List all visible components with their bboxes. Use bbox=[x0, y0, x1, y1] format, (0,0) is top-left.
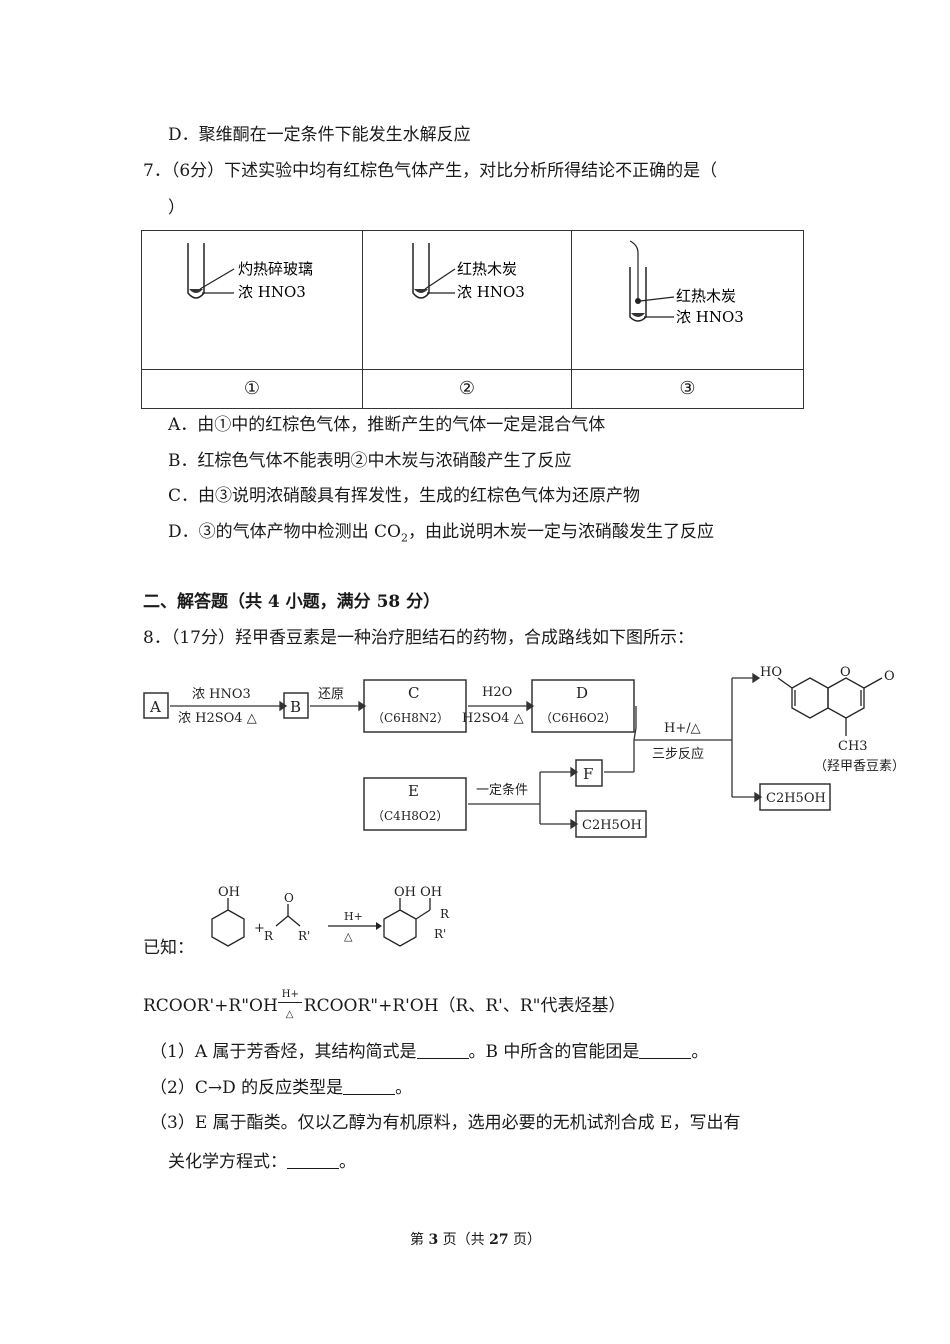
scheme-formula-c: （C6H8N2） bbox=[372, 711, 449, 725]
carbonyl-r: R bbox=[264, 929, 274, 943]
experiment-number-3: ③ bbox=[571, 369, 804, 409]
scheme-formula-d: （C6H6O2） bbox=[540, 711, 616, 725]
experiment-cell-2: 红热木炭 浓 HNO3 bbox=[362, 230, 572, 370]
q7-option-d: D．③的气体产物中检测出 CO2，由此说明木炭一定与浓硝酸发生了反应 bbox=[168, 522, 714, 545]
q7-stem: 7．（6分）下述实验中均有红棕色气体产生，对比分析所得结论不正确的是（ bbox=[143, 161, 718, 181]
cell3-label-bottom: 浓 HNO3 bbox=[676, 308, 744, 326]
product-r-prime: R' bbox=[434, 927, 446, 941]
q8-sub1: （1）A 属于芳香烃，其结构简式是。B 中所含的官能团是。 bbox=[150, 1042, 709, 1062]
known-reaction-scheme: OH + O R R' H+ △ OH OH R R' bbox=[211, 885, 450, 947]
phenol-oh: OH bbox=[218, 885, 240, 900]
scheme-formula-e: （C4H8O2） bbox=[372, 809, 448, 823]
reagent-h2o: H2O bbox=[482, 685, 512, 700]
q7-option-a: A．由①中的红棕色气体，推断产生的气体一定是混合气体 bbox=[168, 415, 606, 435]
cell1-label-top: 灼热碎玻璃 bbox=[238, 260, 313, 278]
reagent-conc-hno3: 浓 HNO3 bbox=[192, 687, 251, 702]
q7-stem-end: ） bbox=[168, 198, 185, 218]
coumarin-structure bbox=[777, 677, 883, 736]
known-cat: H+ bbox=[344, 910, 363, 923]
carbonyl-o: O bbox=[284, 891, 294, 905]
scheme-label-a: A bbox=[149, 698, 161, 716]
q8-sub3: （3）E 属于酯类。仅以乙醇为有机原料，选用必要的无机试剂合成 E，写出有 bbox=[150, 1113, 741, 1133]
cell3-label-top: 红热木炭 bbox=[676, 287, 736, 305]
product-ch3: CH3 bbox=[838, 739, 868, 754]
experiment-cell-3: 红热木炭 浓 HNO3 bbox=[571, 230, 804, 370]
phenol-ring bbox=[211, 909, 245, 947]
known-heat: △ bbox=[344, 930, 353, 943]
reagent-acid-heat: H+/△ bbox=[664, 721, 701, 736]
page-footer: 第 3 页（共 27 页） bbox=[410, 1232, 542, 1248]
cell2-label-bottom: 浓 HNO3 bbox=[457, 283, 525, 301]
box-a bbox=[143, 692, 169, 719]
experiment-number-2: ② bbox=[362, 369, 572, 409]
q7-option-b: B．红棕色气体不能表明②中木炭与浓硝酸产生了反应 bbox=[168, 451, 572, 471]
reagent-h2so4: H2SO4 △ bbox=[462, 711, 524, 726]
scheme-ethanol-1: C2H5OH bbox=[582, 818, 642, 833]
cell1-label-bottom: 浓 HNO3 bbox=[238, 283, 306, 301]
reagent-reduction: 还原 bbox=[318, 687, 344, 702]
known-label: 已知： bbox=[143, 938, 194, 958]
product-ring-o: O bbox=[840, 665, 851, 680]
q8-sub2: （2）C→D 的反应类型是。 bbox=[150, 1078, 413, 1098]
carbonyl-r-prime: R' bbox=[298, 929, 310, 943]
q8-sub3-cont: 关化学方程式：。 bbox=[168, 1152, 356, 1172]
product-ring bbox=[383, 909, 417, 947]
scheme-label-b: B bbox=[290, 698, 301, 716]
synthesis-scheme: A B C （C6H8N2） D （C6H6O2） E （C4H8O2） F 浓… bbox=[143, 665, 905, 838]
scheme-label-c: C bbox=[408, 684, 419, 702]
box-e bbox=[363, 777, 467, 831]
q6-option-d: D．聚维酮在一定条件下能发生水解反应 bbox=[168, 125, 471, 145]
q7-option-c: C．由③说明浓硝酸具有挥发性，生成的红棕色气体为还原产物 bbox=[168, 486, 641, 506]
product-r: R bbox=[440, 907, 450, 921]
product-oh-oh: OH OH bbox=[394, 885, 442, 900]
scheme-label-d: D bbox=[576, 684, 588, 702]
test-tube-diagram-1: 灼热碎玻璃 浓 HNO3 bbox=[187, 243, 313, 301]
q8-stem: 8．（17分）羟甲香豆素是一种治疗胆结石的药物，合成路线如下图所示： bbox=[143, 628, 694, 648]
plus-sign: + bbox=[254, 921, 265, 936]
reagent-condition: 一定条件 bbox=[476, 782, 528, 798]
cell2-label-top: 红热木炭 bbox=[457, 260, 517, 278]
experiment-number-1: ① bbox=[141, 369, 363, 409]
reagent-three-steps: 三步反应 bbox=[652, 746, 704, 762]
product-ho: HO bbox=[760, 665, 782, 680]
product-carbonyl-o: O bbox=[884, 669, 895, 684]
test-tube-diagram-2: 红热木炭 浓 HNO3 bbox=[412, 243, 525, 301]
scheme-ethanol-2: C2H5OH bbox=[766, 791, 826, 806]
scheme-product-name: （羟甲香豆素） bbox=[814, 759, 905, 774]
experiment-cell-1: 灼热碎玻璃 浓 HNO3 bbox=[141, 230, 363, 370]
scheme-label-e: E bbox=[408, 782, 419, 800]
scheme-label-f: F bbox=[583, 765, 593, 783]
experiment-table: 灼热碎玻璃 浓 HNO3 红热木炭 浓 HNO3 bbox=[141, 230, 804, 409]
test-tube-diagram-3: 红热木炭 浓 HNO3 bbox=[629, 240, 744, 326]
reagent-conc-h2so4: 浓 H2SO4 △ bbox=[178, 711, 257, 726]
section-title: 二、解答题（共 4 小题，满分 58 分） bbox=[143, 592, 441, 612]
